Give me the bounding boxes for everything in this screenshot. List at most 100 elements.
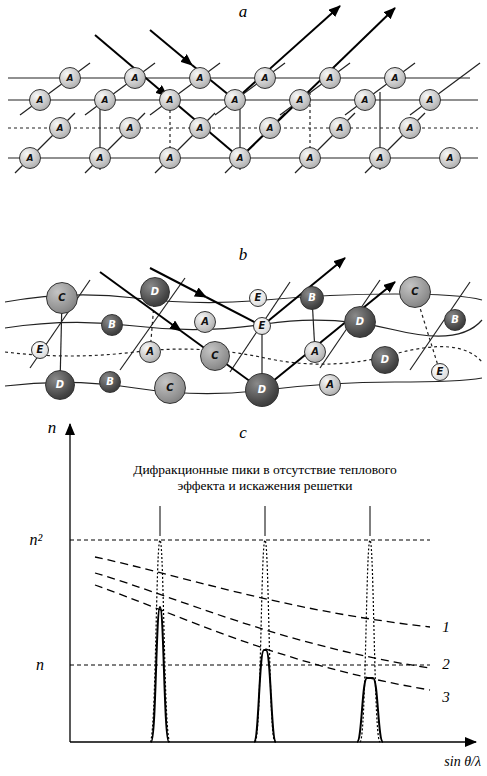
atom-sphere: A — [329, 117, 351, 139]
atom-sphere: A — [439, 147, 461, 169]
atom-letter: A — [97, 154, 104, 163]
atom-letter: D — [356, 317, 364, 327]
atom-sphere: D — [245, 373, 279, 407]
ideal-peak — [255, 540, 275, 742]
atom-letter: D — [56, 380, 64, 390]
atom-sphere: A — [19, 147, 41, 169]
ideal-peak — [360, 540, 380, 742]
atom-letter: A — [407, 124, 414, 133]
lattice-line — [15, 113, 75, 173]
y-axis — [69, 424, 70, 742]
atom-letter: D — [151, 287, 159, 297]
atom-sphere: E — [431, 363, 449, 381]
atom-sphere: A — [159, 147, 181, 169]
atom-letter: A — [102, 96, 109, 105]
atom-sphere: A — [189, 117, 211, 139]
atom-sphere: A — [369, 147, 391, 169]
lattice-line — [280, 63, 350, 115]
atom-letter: A — [377, 154, 384, 163]
lattice-line — [5, 347, 482, 364]
lattice-line — [20, 63, 90, 115]
atom-letter: A — [201, 317, 209, 327]
atom-letter: A — [327, 74, 334, 83]
atom-letter: A — [362, 96, 369, 105]
atom-sphere: A — [384, 67, 406, 89]
atom-sphere: A — [224, 89, 246, 111]
atom-sphere: A — [399, 117, 421, 139]
atom-sphere: C — [154, 372, 186, 404]
leader-line — [160, 506, 161, 536]
atom-letter: B — [108, 320, 116, 330]
atom-letter: C — [58, 293, 65, 303]
atom-sphere: A — [139, 341, 161, 363]
atom-letter: A — [427, 96, 434, 105]
atom-sphere: B — [99, 371, 121, 393]
x-ray-incident — [100, 272, 181, 331]
atom-sphere: A — [29, 89, 51, 111]
tick-label: n — [36, 655, 44, 674]
lattice-line — [410, 63, 480, 115]
lattice-line — [85, 63, 155, 115]
atom-letter: A — [447, 154, 454, 163]
axis-label: sin θ/λ — [444, 754, 481, 771]
atom-sphere: A — [124, 67, 146, 89]
atom-letter: A — [27, 154, 34, 163]
atom-letter: A — [326, 380, 334, 390]
lattice-line — [85, 113, 145, 173]
atom-sphere: A — [119, 117, 141, 139]
atom-sphere: A — [289, 89, 311, 111]
attenuation-curve — [95, 585, 430, 690]
atom-letter: A — [297, 96, 304, 105]
atom-sphere: A — [94, 89, 116, 111]
lattice-line — [365, 113, 425, 173]
atom-letter: D — [381, 355, 389, 365]
atom-letter: B — [308, 293, 316, 303]
atom-letter: C — [411, 287, 418, 297]
atom-letter: A — [307, 154, 314, 163]
atom-letter: A — [262, 74, 269, 83]
lattice-line — [155, 113, 215, 173]
atom-sphere: D — [371, 346, 399, 374]
atom-sphere: A — [319, 67, 341, 89]
atom-sphere: A — [159, 89, 181, 111]
leader-line — [370, 506, 371, 536]
atom-sphere: A — [319, 374, 341, 396]
curve-number: 2 — [442, 655, 450, 673]
atom-sphere: D — [45, 370, 75, 400]
atom-sphere: D — [140, 277, 170, 307]
x-ray-reflected — [235, 6, 340, 100]
atom-letter: C — [211, 351, 218, 361]
real-peak — [357, 678, 383, 742]
x-axis — [70, 741, 476, 742]
leader-line — [265, 506, 266, 536]
atom-letter: A — [311, 347, 319, 357]
level-line — [70, 540, 430, 541]
atom-sphere: C — [200, 341, 230, 371]
atom-letter: D — [258, 385, 266, 395]
ideal-peak — [150, 540, 170, 742]
atom-sphere: E — [253, 317, 271, 335]
level-line — [70, 665, 430, 666]
atom-letter: A — [37, 96, 44, 105]
atom-sphere: C — [46, 282, 78, 314]
panel-letter: c — [239, 423, 247, 443]
lattice-line — [5, 320, 482, 336]
atom-letter: A — [146, 347, 154, 357]
attenuation-curve — [95, 557, 430, 627]
atom-letter: E — [259, 321, 266, 331]
atom-sphere: A — [189, 67, 211, 89]
x-ray-incident — [95, 35, 167, 96]
lattice-line — [295, 113, 355, 173]
x-ray-incident — [150, 30, 192, 65]
chart-note: Дифракционные пики в отсутствие тепловог… — [129, 462, 401, 494]
panel-letter: b — [239, 245, 248, 265]
real-peak — [254, 650, 276, 742]
axis-label: n — [48, 418, 57, 438]
atom-letter: A — [197, 74, 204, 83]
atom-sphere: A — [259, 117, 281, 139]
atom-letter: A — [232, 96, 239, 105]
lattice-line — [120, 278, 185, 370]
lattice-line — [215, 63, 285, 115]
atom-letter: A — [57, 124, 64, 133]
atom-letter: A — [167, 96, 174, 105]
